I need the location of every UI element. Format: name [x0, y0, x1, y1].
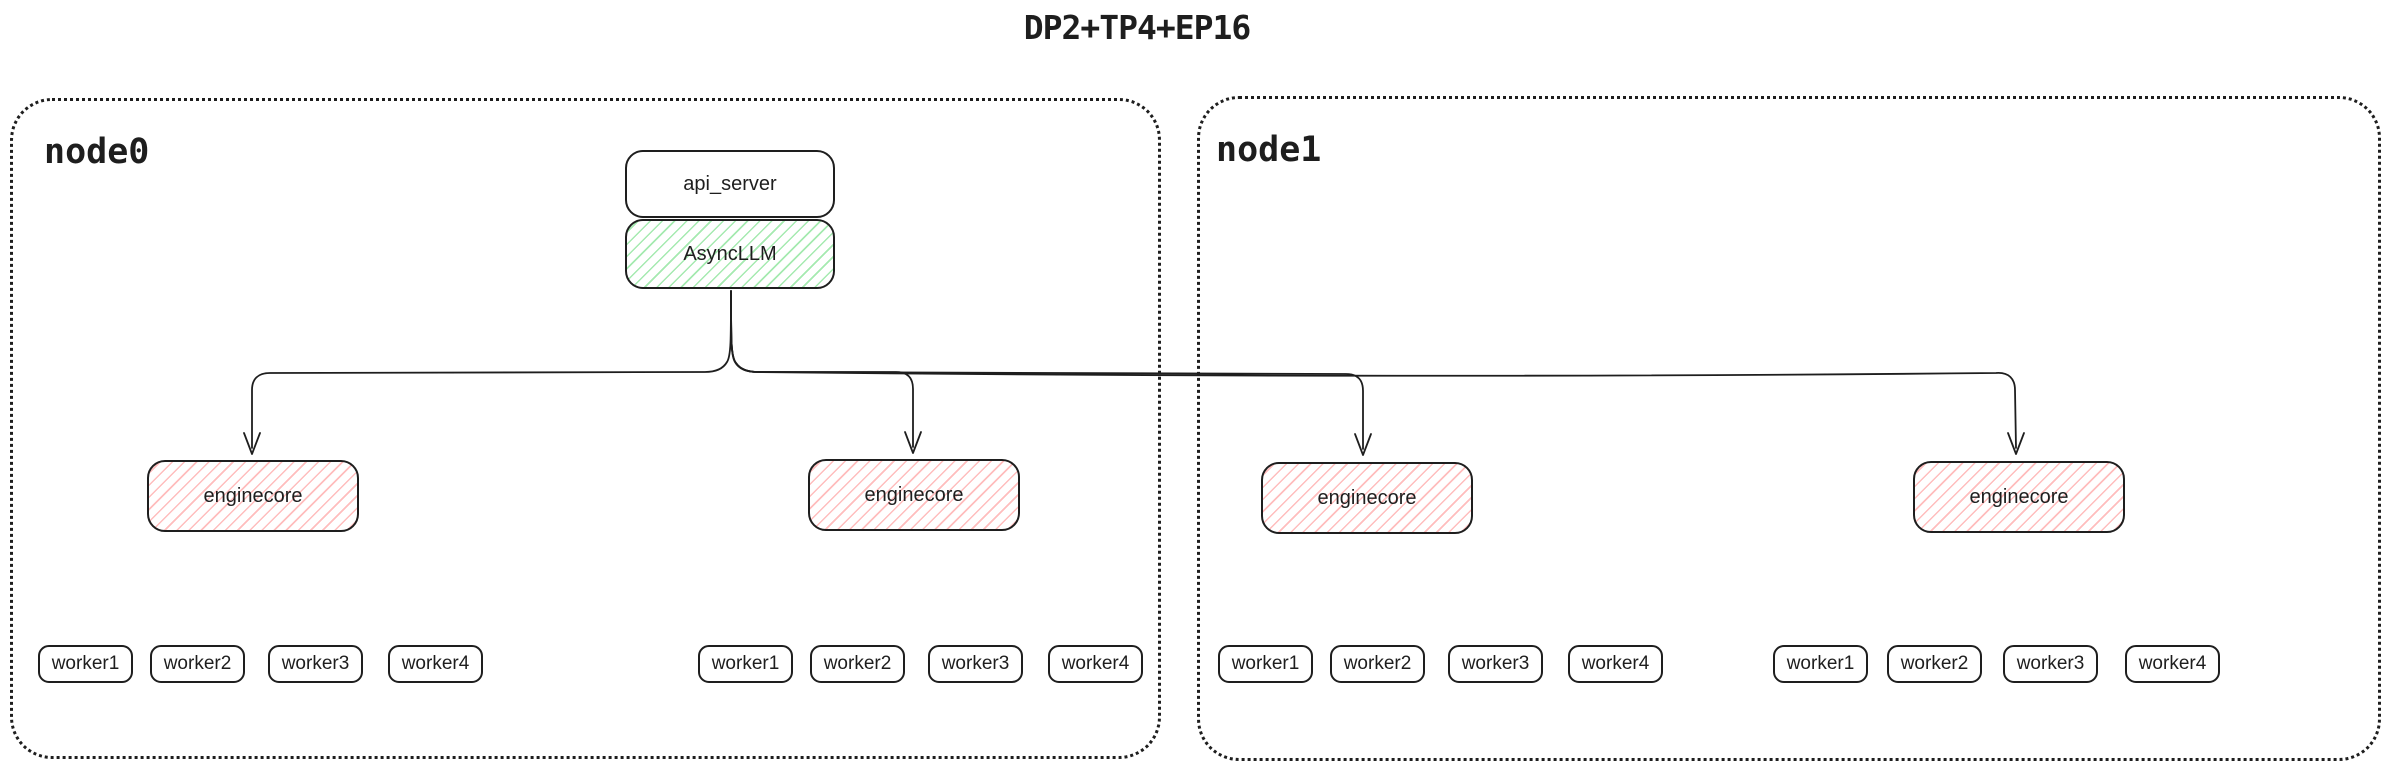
node1-group2-worker2: worker2 [1887, 645, 1982, 683]
node1-enginecore-1: enginecore [1261, 462, 1473, 534]
node0-group2-worker3: worker3 [928, 645, 1023, 683]
node0-group1-worker2: worker2 [150, 645, 245, 683]
node1-enginecore-2: enginecore [1913, 461, 2125, 533]
node1-group1-worker2: worker2 [1330, 645, 1425, 683]
node1-label: node1 [1216, 130, 1322, 170]
node0-group2-worker2: worker2 [810, 645, 905, 683]
node0-group1-worker1: worker1 [38, 645, 133, 683]
node0-enginecore-1: enginecore [147, 460, 359, 532]
node1-group2-worker4: worker4 [2125, 645, 2220, 683]
node0-enginecore-2: enginecore [808, 459, 1020, 531]
node0-label: node0 [44, 132, 150, 172]
node0-group2-worker1: worker1 [698, 645, 793, 683]
node1-group2-worker3: worker3 [2003, 645, 2098, 683]
diagram-title: DP2+TP4+EP16 [1023, 8, 1251, 47]
node1-group1-worker3: worker3 [1448, 645, 1543, 683]
node1-group1-worker1: worker1 [1218, 645, 1313, 683]
node1-group2-worker1: worker1 [1773, 645, 1868, 683]
asyncllm-box: AsyncLLM [625, 219, 835, 289]
api-server-box: api_server [625, 150, 835, 218]
node1-group1-worker4: worker4 [1568, 645, 1663, 683]
node0-group1-worker3: worker3 [268, 645, 363, 683]
node0-group1-worker4: worker4 [388, 645, 483, 683]
node0-group2-worker4: worker4 [1048, 645, 1143, 683]
